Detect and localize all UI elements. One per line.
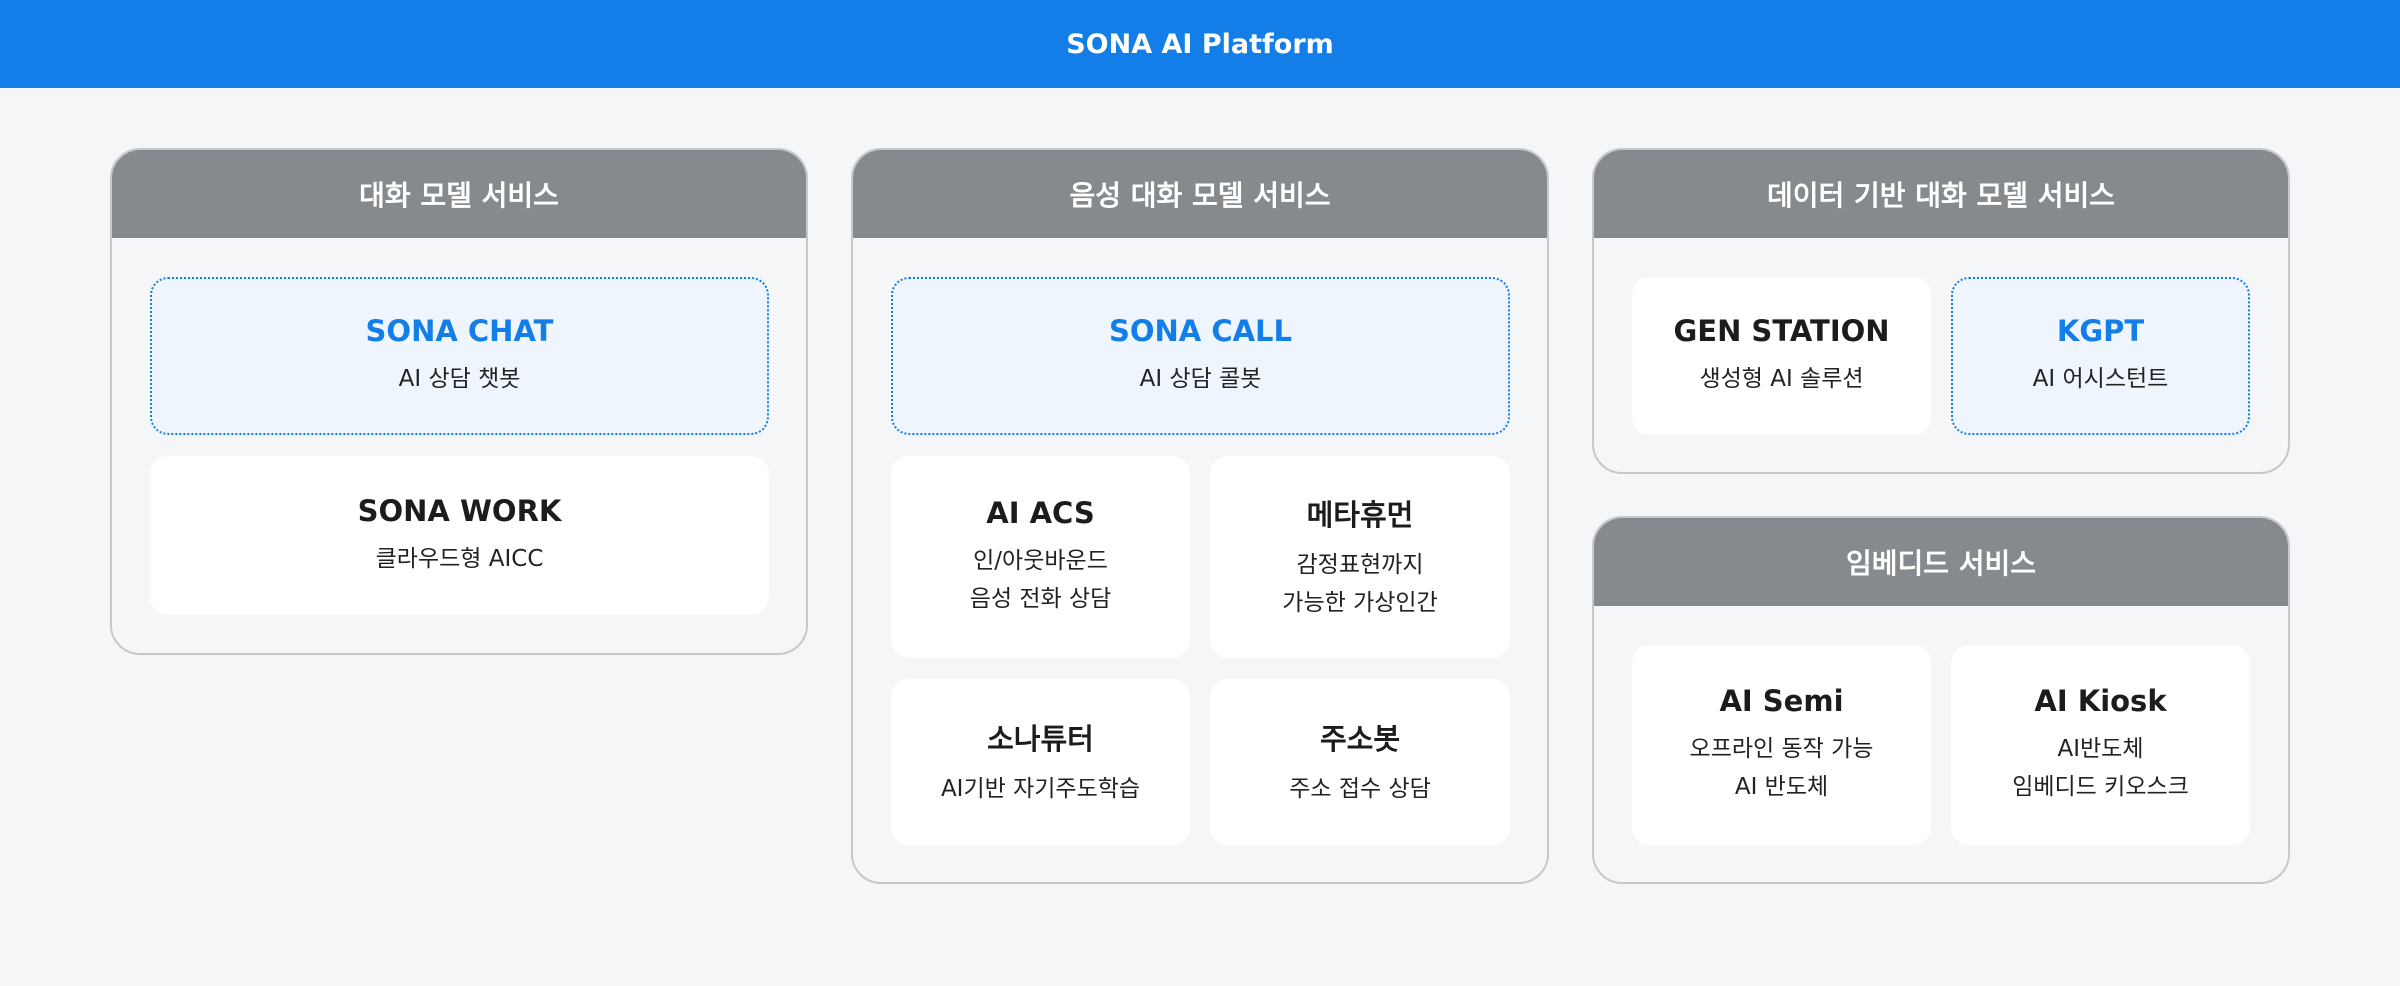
card-metahuman[interactable]: 메타휴먼 감정표현까지 가능한 가상인간	[1210, 456, 1510, 658]
card-desc: 클라우드형 AICC	[375, 545, 544, 572]
card-title: KGPT	[2056, 314, 2145, 348]
card-desc: 가능한 가상인간	[1282, 590, 1438, 616]
card-address-bot[interactable]: 주소봇 주소 접수 상담	[1210, 679, 1510, 845]
platform-title: SONA AI Platform	[1066, 28, 1334, 60]
card-desc: 감정표현까지	[1296, 552, 1424, 578]
panel-title: 데이터 기반 대화 모델 서비스	[1594, 150, 2288, 238]
card-sona-tutor[interactable]: 소나튜터 AI기반 자기주도학습	[891, 679, 1190, 845]
top-header: SONA AI Platform	[0, 0, 2400, 88]
card-title: 소나튜터	[987, 722, 1094, 756]
card-ai-acs[interactable]: AI ACS 인/아웃바운드 음성 전화 상담	[891, 456, 1190, 658]
card-desc: AI기반 자기주도학습	[940, 776, 1141, 802]
card-title: SONA WORK	[357, 493, 562, 528]
card-title: AI Kiosk	[2034, 684, 2167, 718]
card-desc: 인/아웃바운드	[973, 548, 1108, 574]
card-sona-call[interactable]: SONA CALL AI 상담 콜봇	[891, 277, 1510, 435]
card-title: GEN STATION	[1673, 314, 1890, 348]
card-title: SONA CALL	[1108, 314, 1293, 348]
card-desc: 생성형 AI 솔루션	[1699, 366, 1864, 392]
panel-title: 음성 대화 모델 서비스	[853, 150, 1547, 238]
card-desc: AI 상담 챗봇	[398, 366, 521, 392]
card-gen-station[interactable]: GEN STATION 생성형 AI 솔루션	[1632, 277, 1931, 435]
panel-title: 대화 모델 서비스	[112, 150, 806, 238]
card-desc: 임베디드 키오스크	[2012, 774, 2189, 800]
card-desc: 오프라인 동작 가능	[1689, 736, 1874, 762]
card-sona-chat[interactable]: SONA CHAT AI 상담 챗봇	[150, 277, 769, 435]
card-sona-work[interactable]: SONA WORK 클라우드형 AICC	[150, 456, 769, 615]
card-desc: 주소 접수 상담	[1289, 776, 1431, 802]
card-title: 메타휴먼	[1306, 498, 1414, 532]
card-title: SONA CHAT	[365, 314, 554, 348]
card-ai-kiosk[interactable]: AI Kiosk AI반도체 임베디드 키오스크	[1951, 645, 2250, 845]
panel-title: 임베디드 서비스	[1594, 518, 2288, 606]
card-title: AI Semi	[1719, 684, 1844, 718]
card-ai-semi[interactable]: AI Semi 오프라인 동작 가능 AI 반도체	[1632, 645, 1931, 845]
card-kgpt[interactable]: KGPT AI 어시스턴트	[1951, 277, 2250, 435]
card-desc: AI반도체	[2057, 736, 2144, 762]
card-title: AI ACS	[986, 496, 1095, 530]
card-desc: AI 상담 콜봇	[1139, 366, 1262, 392]
card-desc: AI 어시스턴트	[2032, 366, 2169, 392]
card-desc: 음성 전화 상담	[969, 586, 1112, 612]
card-title: 주소봇	[1319, 722, 1401, 756]
card-desc: AI 반도체	[1734, 774, 1829, 800]
